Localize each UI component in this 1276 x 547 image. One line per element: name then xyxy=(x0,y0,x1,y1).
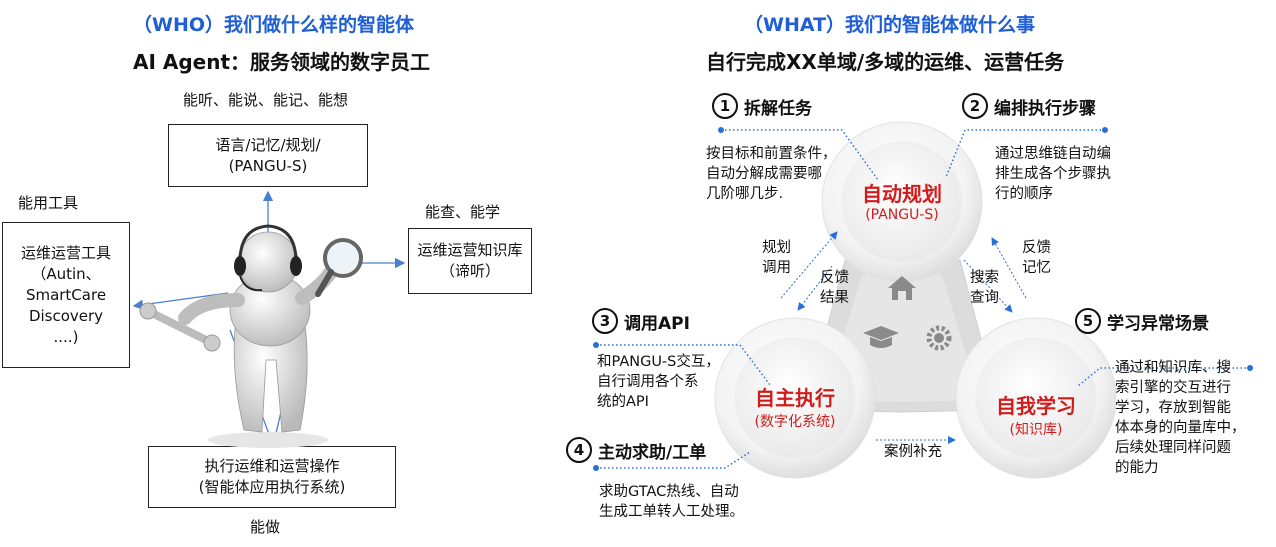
flow-feedback-memory: 反馈 记忆 xyxy=(1022,240,1051,276)
capability-cycle-diagram xyxy=(593,121,1253,479)
flow-case-supplement: 案例补充 xyxy=(884,444,942,460)
step-1-number: 1 xyxy=(712,93,738,119)
step-2-number: 2 xyxy=(962,93,988,119)
right-subtitle: 自行完成XX单域/多域的运维、运营任务 xyxy=(706,50,1065,74)
flow-search-query: 搜索 查询 xyxy=(970,270,999,306)
step-2-desc: 通过思维链自动编 排生成各个步骤执 行的顺序 xyxy=(995,146,1111,202)
magnifier-icon xyxy=(323,238,363,278)
language-memory-box: 语言/记忆/规划/ (PANGU-S) xyxy=(168,124,368,187)
do-label: 能做 xyxy=(250,518,281,536)
flow-plan-call: 规划 调用 xyxy=(762,240,791,276)
step-3-heading: 3 调用API xyxy=(592,308,690,334)
step-5-number: 5 xyxy=(1075,308,1101,334)
step-4-number: 4 xyxy=(566,437,592,463)
step-4-heading: 4 主动求助/工单 xyxy=(566,437,706,463)
step-3-desc: 和PANGU-S交互， 自行调用各个系 统的API xyxy=(597,354,720,410)
plan-title: 自动规划 xyxy=(862,182,942,206)
learn-title: 自我学习 xyxy=(996,394,1076,418)
tools-box: 运维运营工具 （Autin、 SmartCare Discovery ....) xyxy=(2,222,130,368)
plan-circle-text: 自动规划 (PANGU-S) xyxy=(842,178,962,223)
execute-sub: (数字化系统) xyxy=(754,414,836,430)
left-subtitle: AI Agent：服务领域的数字员工 xyxy=(133,50,431,74)
agent-figure-illustration xyxy=(132,190,406,448)
step-5-title: 学习异常场景 xyxy=(1107,313,1209,334)
top-capability-label: 能听、能说、能记、能想 xyxy=(183,91,349,109)
step-3-title: 调用API xyxy=(624,313,690,334)
learn-sub: (知识库) xyxy=(1009,422,1063,438)
wrench-icon xyxy=(139,302,221,352)
step-3-number: 3 xyxy=(592,308,618,334)
step-4-title: 主动求助/工单 xyxy=(598,442,707,463)
right-title: （WHAT）我们的智能体做什么事 xyxy=(744,14,1036,36)
step-2-heading: 2 编排执行步骤 xyxy=(962,93,1096,119)
gear-icon xyxy=(926,325,952,351)
step-4-desc: 求助GTAC热线、自动 生成工单转人工处理。 xyxy=(599,484,744,520)
step-1-heading: 1 拆解任务 xyxy=(712,93,812,119)
step-5-heading: 5 学习异常场景 xyxy=(1075,308,1209,334)
step-5-desc: 通过和知识库、搜 索引擎的交互进行 学习，存放到智能 体本身的向量库中， 后续处… xyxy=(1115,360,1246,476)
graduation-cap-icon xyxy=(863,326,899,348)
learn-circle-text: 自我学习 (知识库) xyxy=(976,390,1096,439)
step-1-desc: 按目标和前置条件， 自动分解成需要哪 几阶哪几步. xyxy=(706,146,837,202)
knowledge-base-box: 运维运营知识库 （谛听） xyxy=(408,228,532,294)
flow-feedback-result: 反馈 结果 xyxy=(820,270,849,306)
step-2-title: 编排执行步骤 xyxy=(994,98,1096,119)
home-icon xyxy=(888,276,916,300)
left-title: （WHO）我们做什么样的智能体 xyxy=(133,14,415,36)
kb-label: 能查、能学 xyxy=(425,203,501,221)
execute-title: 自主执行 xyxy=(755,386,835,410)
shadow xyxy=(208,432,328,448)
plan-sub: (PANGU-S) xyxy=(865,207,939,223)
tools-label: 能用工具 xyxy=(18,194,79,212)
step-1-title: 拆解任务 xyxy=(744,98,812,119)
execute-circle-text: 自主执行 (数字化系统) xyxy=(735,382,855,431)
